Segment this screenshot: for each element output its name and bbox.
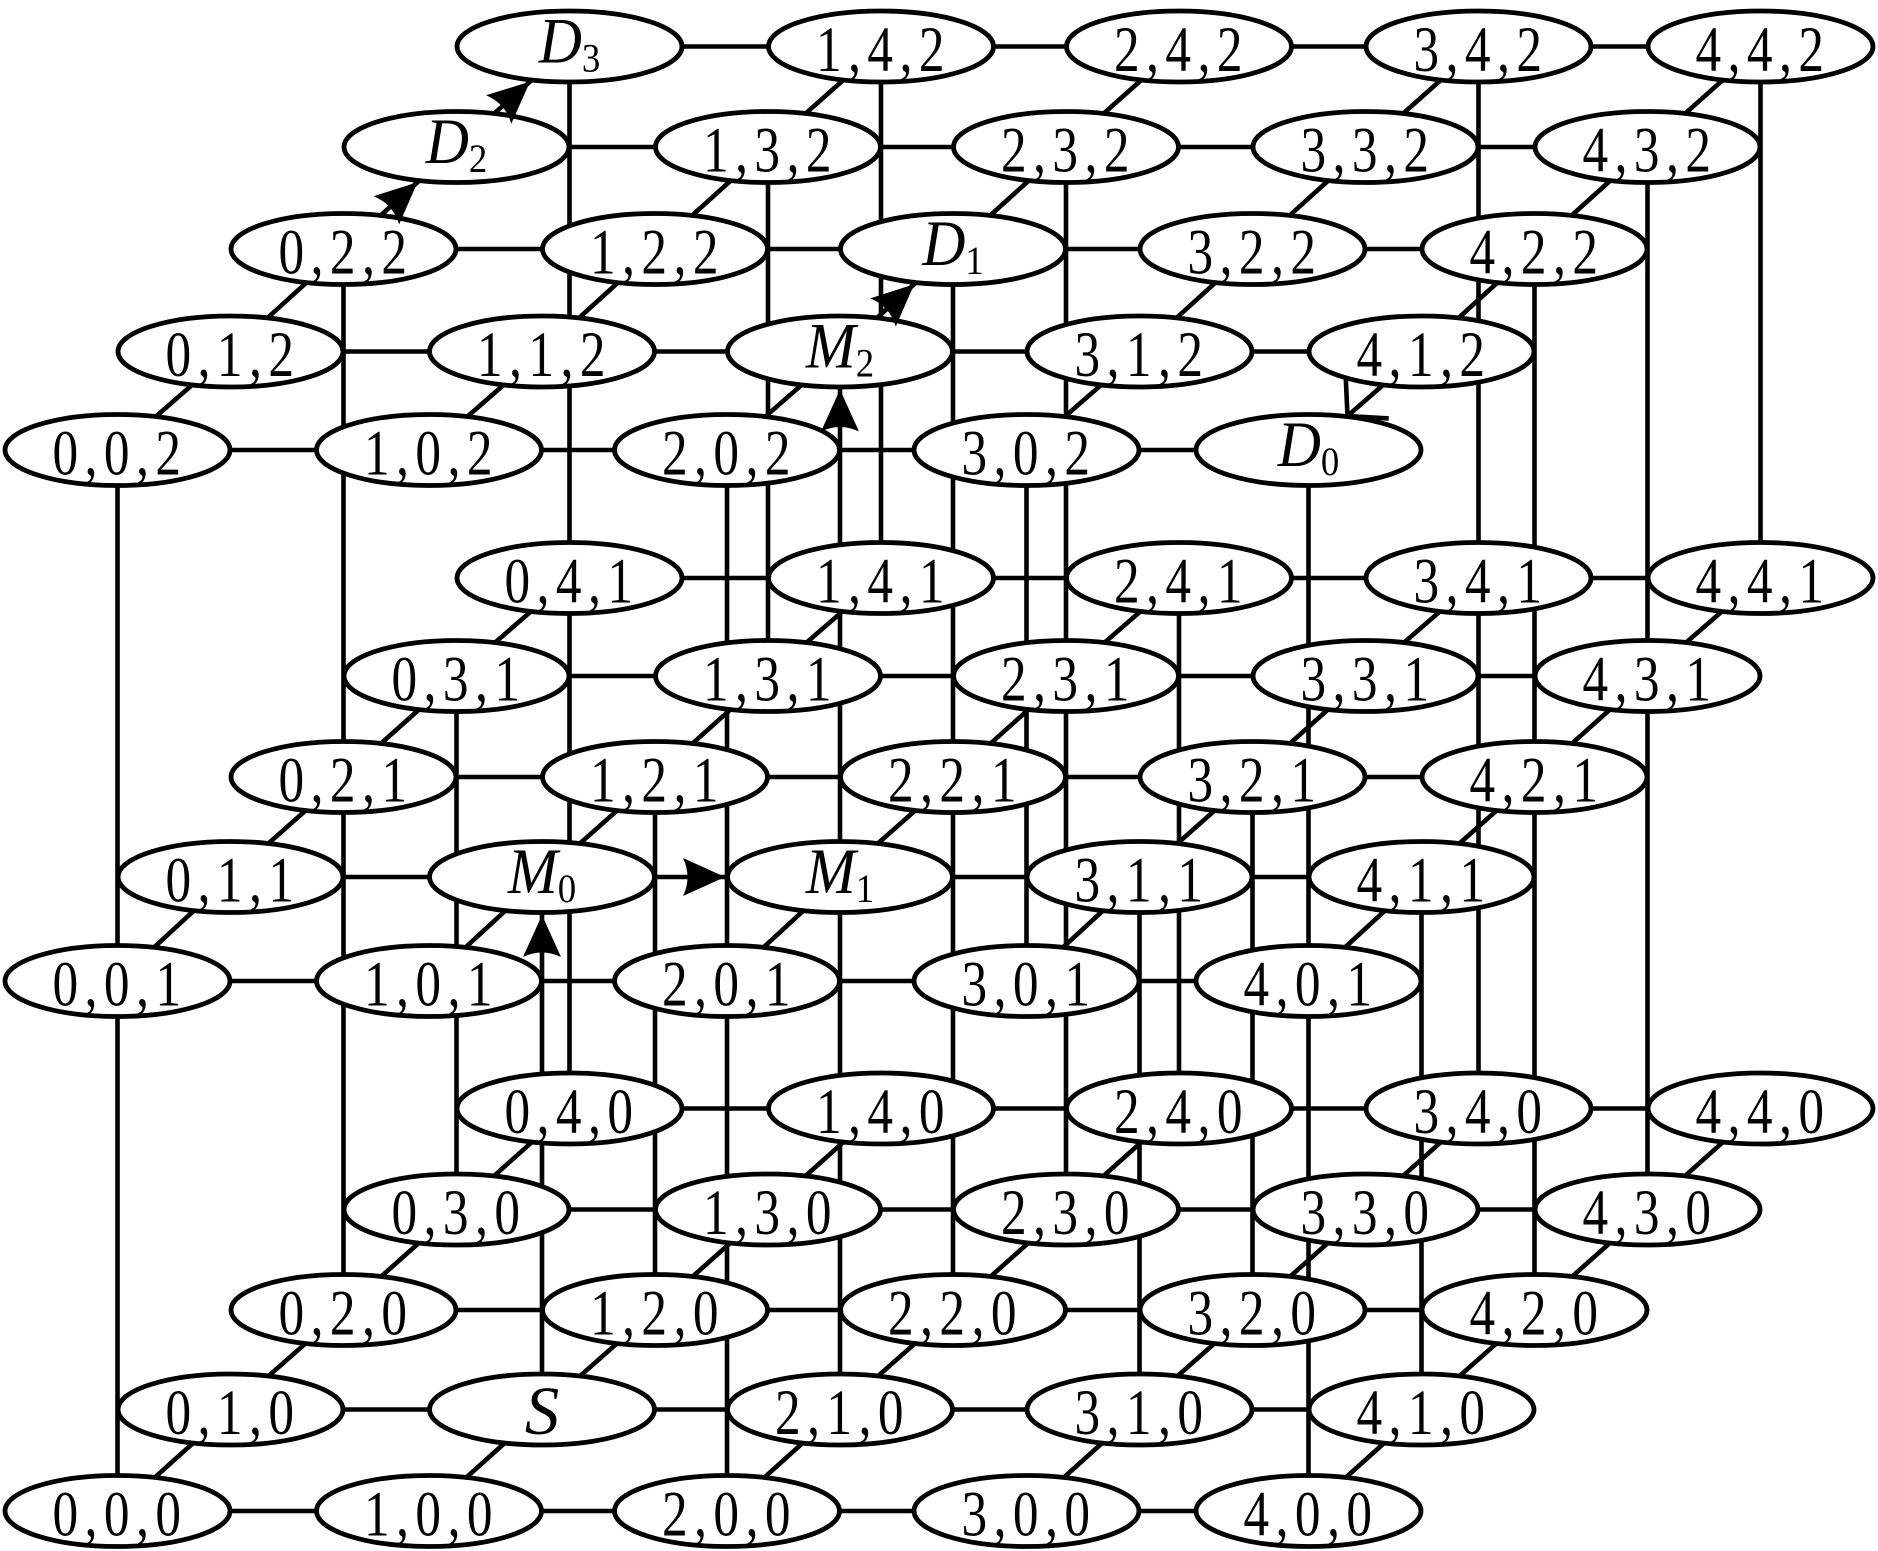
svg-text:1,3,0: 1,3,0 — [703, 1177, 838, 1249]
svg-text:1,4,2: 1,4,2 — [816, 14, 951, 86]
svg-text:2,3,0: 2,3,0 — [1001, 1177, 1136, 1249]
svg-text:0,2,1: 0,2,1 — [278, 744, 413, 816]
svg-text:4,1,2: 4,1,2 — [1356, 319, 1491, 391]
svg-text:0,0,2: 0,0,2 — [52, 417, 187, 489]
svg-text:3,0,0: 3,0,0 — [961, 1478, 1096, 1550]
svg-text:0,4,1: 0,4,1 — [504, 545, 639, 617]
svg-text:0,3,0: 0,3,0 — [391, 1177, 526, 1249]
svg-text:0,3,1: 0,3,1 — [391, 643, 526, 715]
svg-text:1,4,0: 1,4,0 — [816, 1076, 951, 1148]
svg-text:3,2,0: 3,2,0 — [1187, 1277, 1322, 1349]
svg-text:3,1,2: 3,1,2 — [1074, 319, 1209, 391]
svg-text:1,1,2: 1,1,2 — [477, 319, 612, 391]
svg-text:4,1,1: 4,1,1 — [1356, 844, 1491, 916]
svg-text:4,0,0: 4,0,0 — [1243, 1478, 1378, 1550]
svg-text:3,3,2: 3,3,2 — [1300, 114, 1435, 186]
svg-text:1,3,1: 1,3,1 — [703, 643, 838, 715]
svg-text:0,1,0: 0,1,0 — [165, 1377, 300, 1449]
svg-text:4,3,0: 4,3,0 — [1582, 1177, 1717, 1249]
svg-text:2,4,2: 2,4,2 — [1114, 14, 1249, 86]
svg-text:0,1,2: 0,1,2 — [165, 319, 300, 391]
svg-text:1,2,2: 1,2,2 — [590, 216, 725, 288]
svg-text:4,3,1: 4,3,1 — [1582, 643, 1717, 715]
svg-text:0,2,0: 0,2,0 — [278, 1277, 413, 1349]
svg-text:2,0,1: 2,0,1 — [662, 948, 797, 1020]
svg-text:1,4,1: 1,4,1 — [816, 545, 951, 617]
svg-text:1,0,1: 1,0,1 — [364, 948, 499, 1020]
svg-text:4,3,2: 4,3,2 — [1582, 114, 1717, 186]
svg-text:1,3,2: 1,3,2 — [703, 114, 838, 186]
svg-text:0,4,0: 0,4,0 — [504, 1076, 639, 1148]
svg-text:2,1,0: 2,1,0 — [775, 1377, 910, 1449]
svg-text:2,4,1: 2,4,1 — [1114, 545, 1249, 617]
svg-text:2,0,0: 2,0,0 — [662, 1478, 797, 1550]
svg-text:3,1,1: 3,1,1 — [1074, 844, 1209, 916]
svg-text:2,2,1: 2,2,1 — [888, 744, 1023, 816]
svg-text:D1: D1 — [921, 207, 984, 283]
svg-text:3,0,2: 3,0,2 — [961, 417, 1096, 489]
svg-text:4,4,0: 4,4,0 — [1695, 1076, 1830, 1148]
svg-text:3,2,2: 3,2,2 — [1187, 216, 1322, 288]
svg-text:0,0,1: 0,0,1 — [52, 948, 187, 1020]
svg-text:3,4,2: 3,4,2 — [1413, 14, 1548, 86]
svg-text:1,0,0: 1,0,0 — [364, 1478, 499, 1550]
svg-text:2,4,0: 2,4,0 — [1114, 1076, 1249, 1148]
svg-text:D0: D0 — [1277, 408, 1340, 484]
svg-text:1,0,2: 1,0,2 — [364, 417, 499, 489]
svg-text:3,4,0: 3,4,0 — [1413, 1076, 1548, 1148]
svg-text:4,4,2: 4,4,2 — [1695, 14, 1830, 86]
svg-text:4,2,1: 4,2,1 — [1469, 744, 1604, 816]
svg-text:3,3,1: 3,3,1 — [1300, 643, 1435, 715]
svg-text:3,0,1: 3,0,1 — [961, 948, 1096, 1020]
svg-text:S: S — [525, 1373, 559, 1449]
svg-text:4,2,0: 4,2,0 — [1469, 1277, 1604, 1349]
svg-text:0,2,2: 0,2,2 — [278, 216, 413, 288]
svg-text:4,2,2: 4,2,2 — [1469, 216, 1604, 288]
svg-text:M2: M2 — [805, 309, 874, 385]
svg-text:1,2,0: 1,2,0 — [590, 1277, 725, 1349]
svg-text:3,1,0: 3,1,0 — [1074, 1377, 1209, 1449]
svg-text:4,0,1: 4,0,1 — [1243, 948, 1378, 1020]
svg-text:1,2,1: 1,2,1 — [590, 744, 725, 816]
svg-text:2,3,2: 2,3,2 — [1001, 114, 1136, 186]
svg-text:2,0,2: 2,0,2 — [662, 417, 797, 489]
svg-text:4,4,1: 4,4,1 — [1695, 545, 1830, 617]
svg-text:0,1,1: 0,1,1 — [165, 844, 300, 916]
svg-text:3,3,0: 3,3,0 — [1300, 1177, 1435, 1249]
svg-text:3,2,1: 3,2,1 — [1187, 744, 1322, 816]
svg-text:4,1,0: 4,1,0 — [1356, 1377, 1491, 1449]
svg-text:2,2,0: 2,2,0 — [888, 1277, 1023, 1349]
svg-text:3,4,1: 3,4,1 — [1413, 545, 1548, 617]
svg-text:0,0,0: 0,0,0 — [52, 1478, 187, 1550]
svg-text:2,3,1: 2,3,1 — [1001, 643, 1136, 715]
